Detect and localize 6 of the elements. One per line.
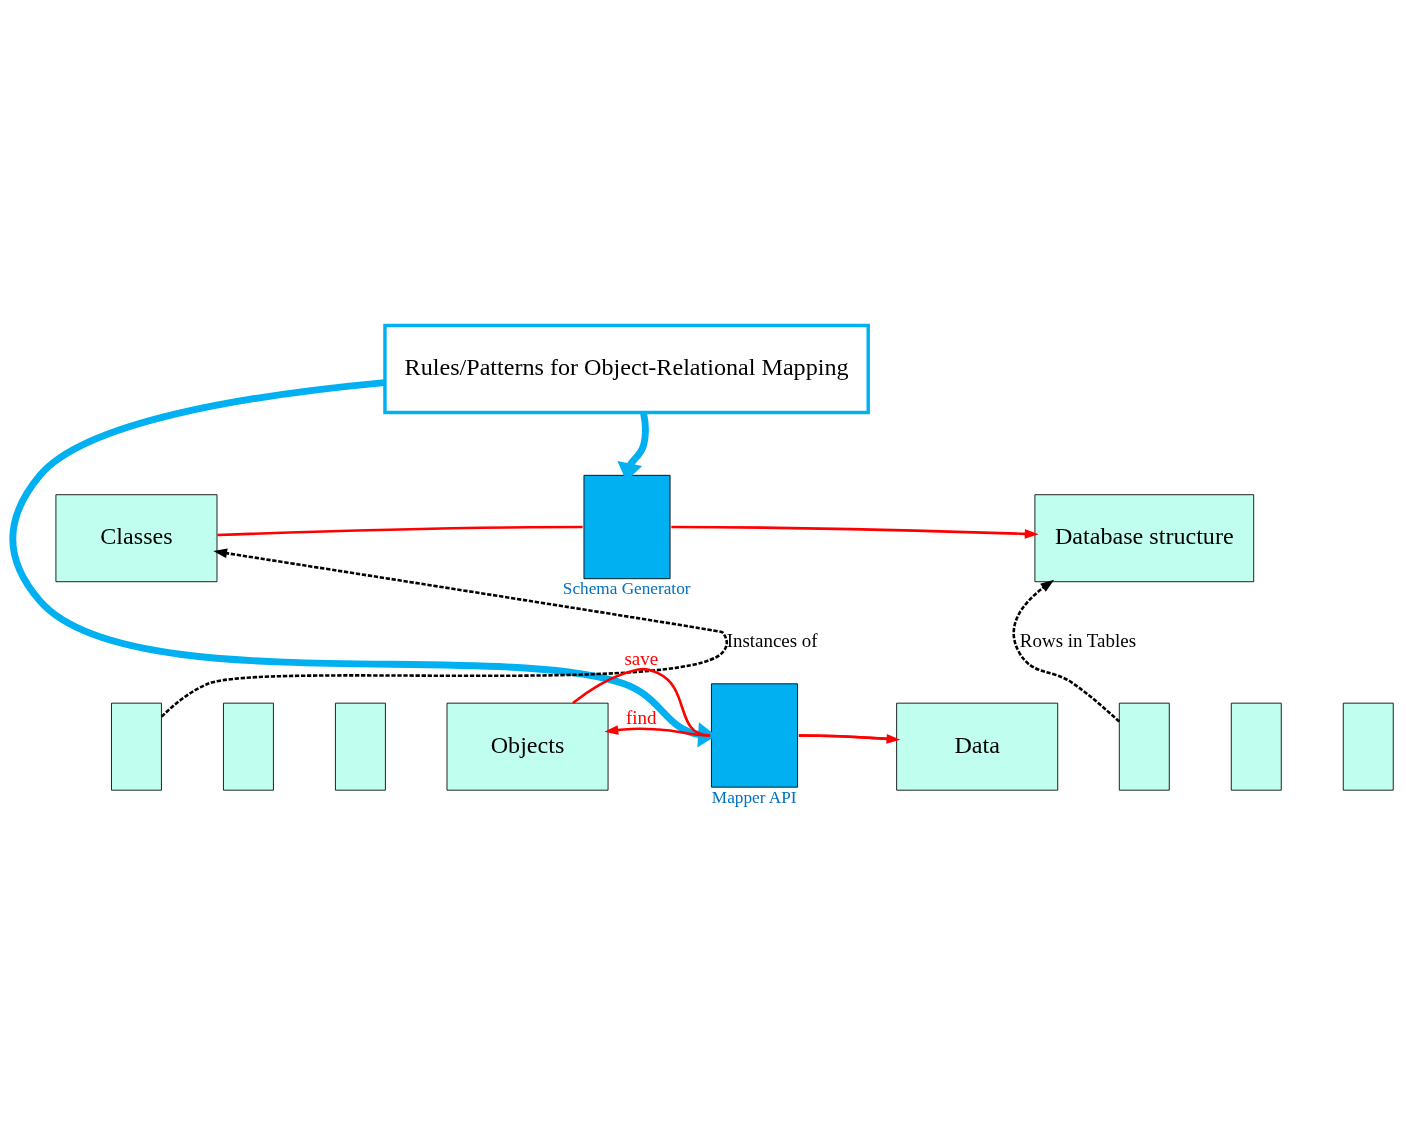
edge-label: find — [625, 706, 657, 728]
node-label: Schema Generator — [562, 579, 691, 599]
edge-label: Rows in Tables — [1019, 630, 1137, 652]
node-label: Mapper API — [711, 787, 797, 807]
edge-label: Instances of — [726, 630, 818, 652]
edge-label: save — [624, 647, 659, 669]
